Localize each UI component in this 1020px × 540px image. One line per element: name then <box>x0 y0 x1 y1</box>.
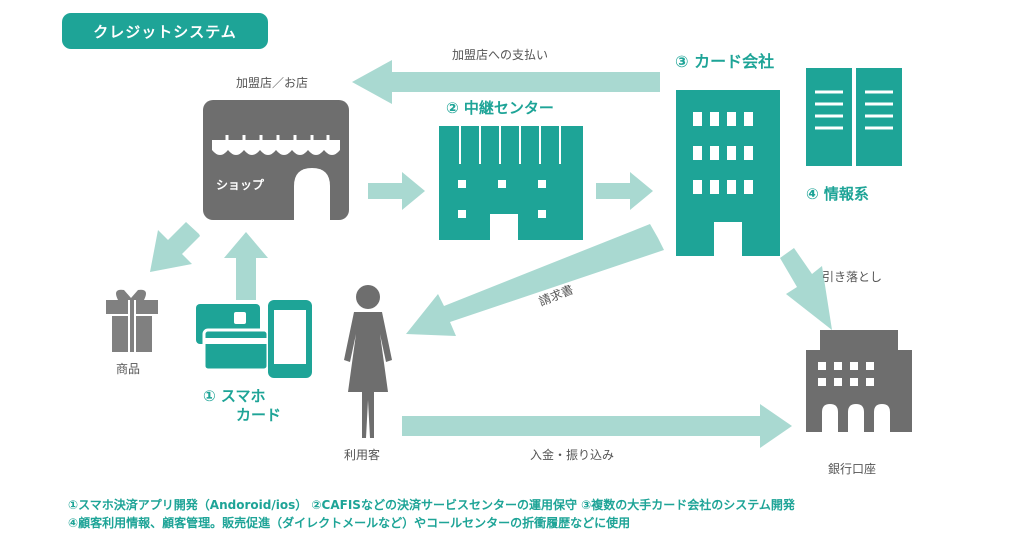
arrow-shop-to-relay <box>368 172 425 210</box>
footer-note-line2: ④顧客利用情報、顧客管理。販売促進（ダイレクトメールなど）やコールセンターの折衝… <box>68 516 631 530</box>
arrow-card-to-shop <box>224 232 268 300</box>
relay-center-label: ② 中継センター <box>446 99 554 117</box>
debit-label: 引き落とし <box>822 270 883 284</box>
deposit-transfer-label: 入金・振り込み <box>530 448 615 462</box>
shop-sign-label: ショップ <box>216 178 265 192</box>
arrow-relay-to-card <box>596 172 653 210</box>
merchant-label: 加盟店／お店 <box>236 76 309 90</box>
card-company-illustration <box>676 90 780 256</box>
diagram-title: クレジットシステム <box>62 13 268 49</box>
bank-illustration <box>806 330 912 432</box>
relay-center-illustration <box>439 126 583 240</box>
card-and-phone-illustration <box>196 300 312 378</box>
arrow-payment-to-merchant <box>352 60 660 104</box>
customer-label: 利用客 <box>344 448 381 462</box>
info-system-illustration <box>806 68 902 166</box>
customer-illustration <box>344 285 392 438</box>
footer-note-line1: ①スマホ決済アプリ開発（Andoroid/ios） ②CAFISなどの決済サービ… <box>68 498 795 512</box>
card-company-label: ③ カード会社 <box>675 52 775 71</box>
smartphone-card-label-line2: カード <box>236 406 282 424</box>
arrow-invoice <box>406 224 664 336</box>
shop-illustration <box>203 100 349 220</box>
arrow-shop-to-goods <box>150 222 200 272</box>
arrow-deposit <box>402 404 792 448</box>
goods-illustration <box>106 289 158 352</box>
payment-to-merchant-label: 加盟店への支払い <box>452 48 549 62</box>
arrow-debit <box>780 248 832 330</box>
bank-label: 銀行口座 <box>828 462 877 476</box>
smartphone-card-label-line1: ① スマホ <box>203 387 266 405</box>
info-system-label: ④ 情報系 <box>806 185 869 203</box>
goods-label: 商品 <box>116 362 141 376</box>
